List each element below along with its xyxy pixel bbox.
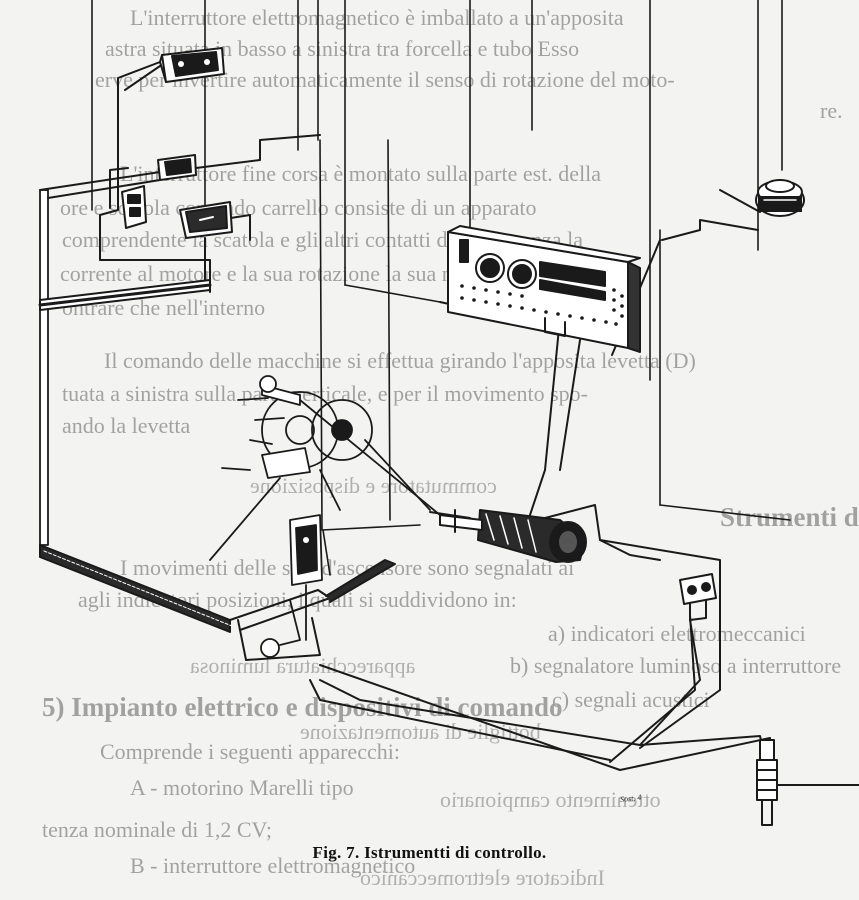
show-through-line: tenza nominale di 1,2 CV;: [42, 817, 272, 842]
show-through-line: L'interruttore elettromagnetico è imball…: [130, 5, 624, 30]
show-through-line: A - motorino Marelli tipo: [130, 775, 354, 800]
selector-mechanism: [209, 375, 441, 658]
floor-indicator-socket: [679, 573, 717, 621]
terminal-plug: [756, 739, 859, 826]
cabin-frame: [38, 171, 396, 661]
show-through-line: ando la levetta: [62, 413, 191, 438]
show-through-heading: Strumenti di controllo: [720, 502, 859, 532]
figure-caption: Fig. 7. Istrumentti di controllo.: [0, 843, 859, 863]
wiring: [99, 61, 771, 771]
show-through-heading: 5) Impianto elettrico e dispositivi di c…: [42, 692, 563, 722]
control-panel: [447, 225, 641, 353]
show-through-line: I movimenti delle sale d'ascensore sono …: [120, 555, 575, 580]
show-through-line: Comprende i seguenti apparecchi:: [100, 739, 400, 764]
show-through-line: b) segnalatore luminoso a interruttore: [510, 653, 842, 678]
show-through-line: a) indicatori elettromeccanici: [548, 621, 806, 646]
relay-box: [159, 47, 225, 83]
limit-switches: [121, 154, 233, 281]
panel-terminals: [460, 284, 624, 326]
show-through-line: re.: [820, 98, 843, 123]
show-through-line: L'interruttore fine corsa è montato sull…: [120, 161, 602, 186]
drive-motor: [439, 509, 587, 563]
show-through-line: corrente al motore e la sua rotazione la…: [60, 261, 469, 286]
show-through-line: Il comando delle macchine si effettua gi…: [104, 348, 696, 373]
figure-label: Fig. 7.: [312, 843, 360, 862]
figure-title: Istrumentti di controllo.: [364, 843, 547, 862]
shaft-panels: [91, 0, 791, 576]
show-through-line: B - interruttore elettromagnetico: [130, 853, 416, 878]
signal-lamp: [755, 179, 805, 217]
